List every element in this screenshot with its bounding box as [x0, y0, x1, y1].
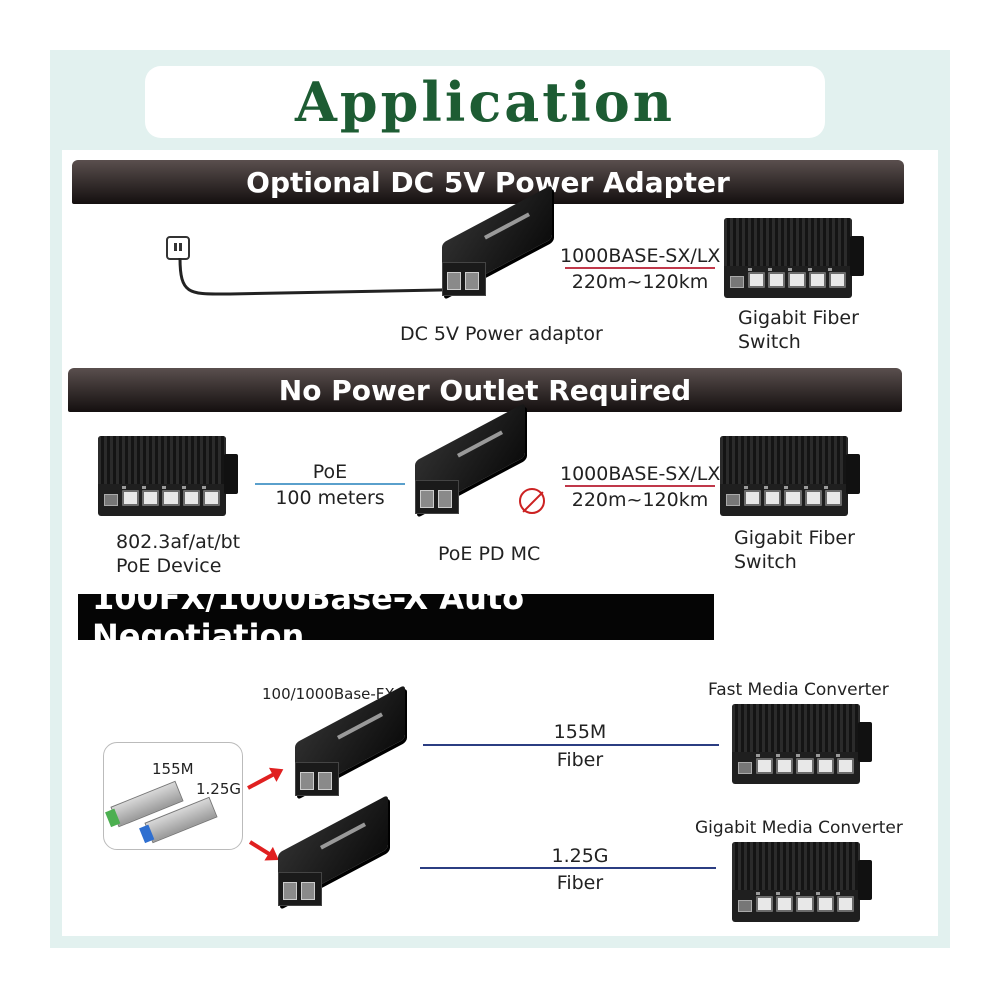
- no-power-icon: [519, 488, 545, 514]
- link1-speed-label: 155M: [553, 721, 607, 743]
- fiber-link-155m: [423, 744, 719, 746]
- auto-negotiation-mc-1: [285, 684, 415, 810]
- switch-label-2-line2: Switch: [734, 551, 797, 573]
- poe-link-line: [255, 483, 405, 485]
- link1-medium-label: Fiber: [556, 749, 604, 771]
- fast-mc-label: Fast Media Converter: [708, 680, 889, 700]
- sfp-155m-label: 155M: [152, 760, 194, 778]
- gigabit-mc-label: Gigabit Media Converter: [695, 818, 903, 838]
- link-distance-label-2: 220m~120km: [571, 489, 709, 511]
- fiber-link-line: [565, 267, 715, 269]
- poe-device-line1: 802.3af/at/bt: [116, 531, 241, 553]
- sfp-modules-box: 155M 1.25G: [103, 742, 243, 850]
- link-distance-label: 220m~120km: [571, 271, 709, 293]
- link2-speed-label: 1.25G: [551, 845, 609, 867]
- banner-no-power: No Power Outlet Required: [68, 368, 902, 412]
- link-type-label: 1000BASE-SX/LX: [560, 245, 721, 267]
- banner-optional-power: Optional DC 5V Power Adapter: [72, 160, 904, 204]
- power-cable: [178, 257, 460, 296]
- poe-pd-mc-label: PoE PD MC: [438, 543, 541, 565]
- poe-pd-media-converter: [405, 402, 535, 528]
- poe-device-switch: [98, 436, 238, 516]
- switch-label-line2: Switch: [738, 331, 801, 353]
- mc-type-label: 100/1000Base-FX: [262, 685, 395, 703]
- fast-media-converter: [732, 704, 872, 784]
- dc-media-converter: [432, 184, 562, 310]
- power-plug-icon: [166, 236, 190, 260]
- sfp-125g-label: 1.25G: [196, 780, 242, 798]
- poe-device-line2: PoE Device: [116, 555, 222, 577]
- page-title: Application: [294, 70, 676, 134]
- fiber-link-125g: [420, 867, 716, 869]
- fiber-link-line-2: [565, 485, 715, 487]
- auto-negotiation-mc-2: [268, 794, 398, 920]
- gigabit-fiber-switch-2: [720, 436, 860, 516]
- adaptor-label: DC 5V Power adaptor: [400, 323, 603, 345]
- link-type-label-2: 1000BASE-SX/LX: [560, 463, 721, 485]
- poe-label: PoE: [312, 461, 348, 483]
- link2-medium-label: Fiber: [556, 872, 604, 894]
- switch-label-2-line1: Gigabit Fiber: [734, 527, 855, 549]
- title-box: Application: [145, 66, 825, 138]
- poe-distance-label: 100 meters: [275, 487, 385, 509]
- gigabit-fiber-switch: [724, 218, 864, 298]
- switch-label-line1: Gigabit Fiber: [738, 307, 859, 329]
- gigabit-media-converter: [732, 842, 872, 922]
- banner-auto-negotiation: 100FX/1000Base-X Auto Negotiation: [78, 579, 714, 655]
